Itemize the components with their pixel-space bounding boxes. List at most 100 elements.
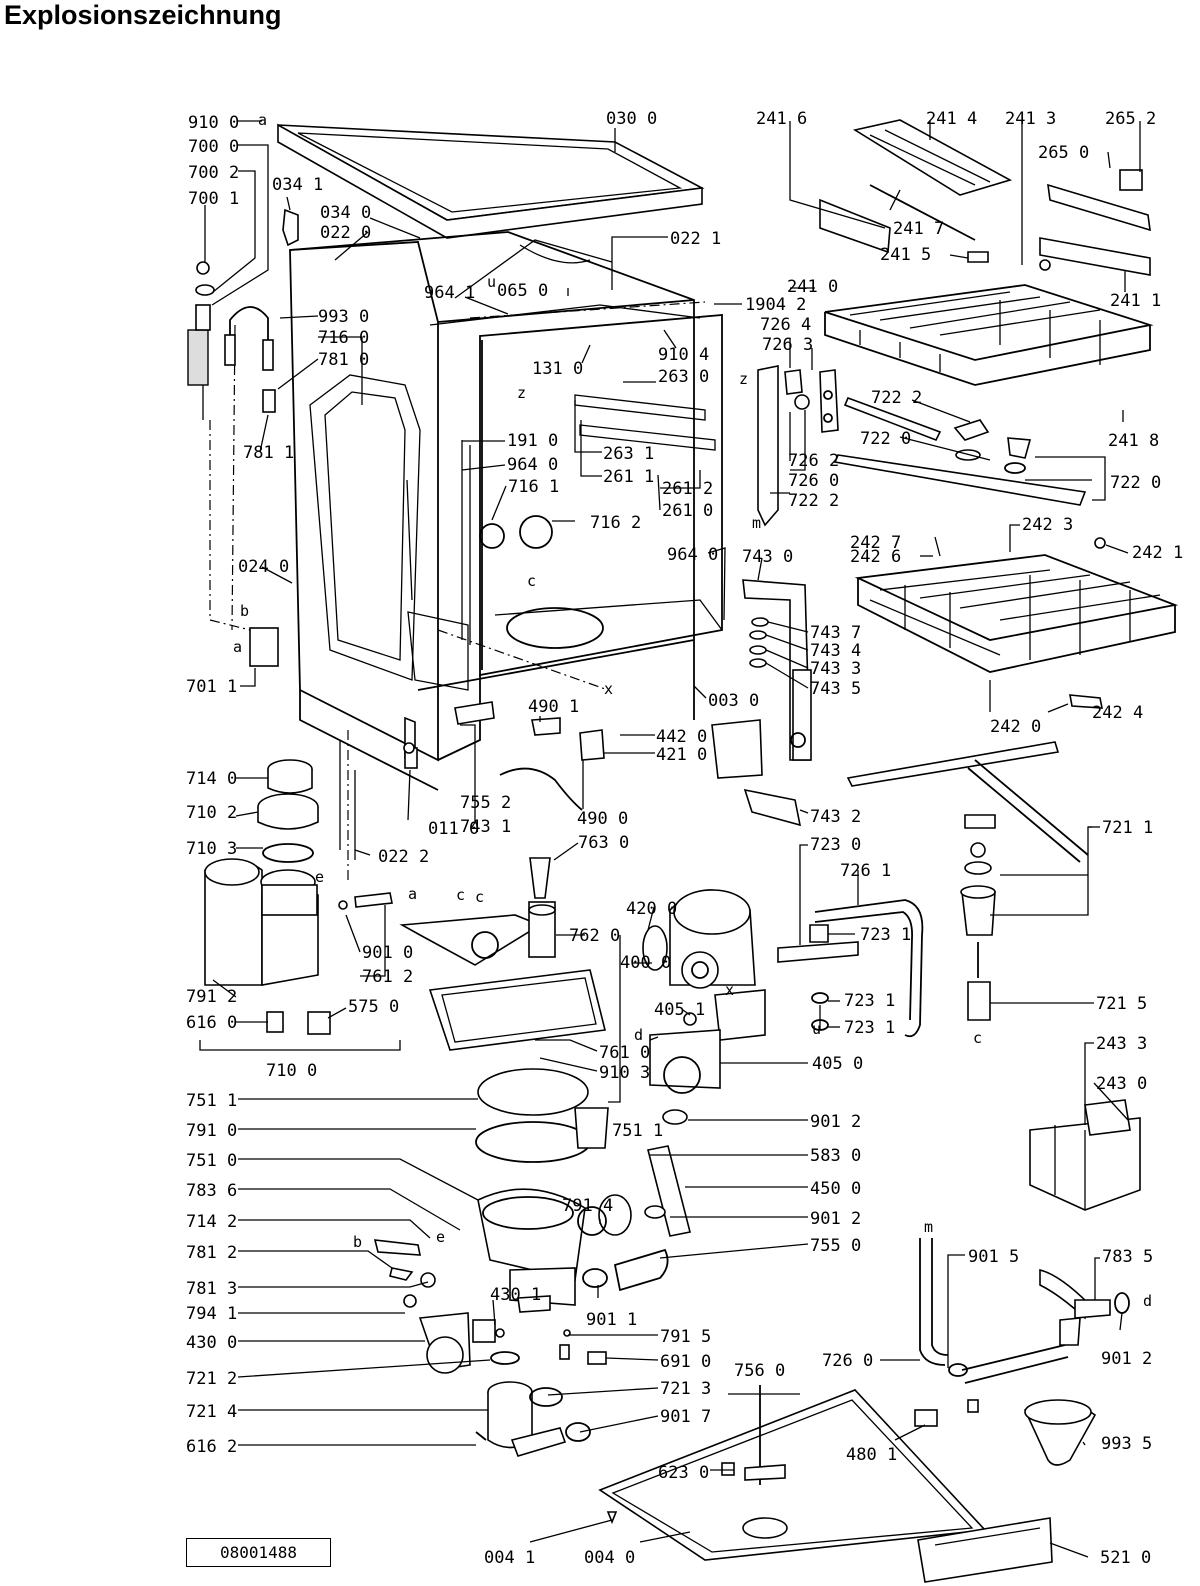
part-number-label: 722 0 [1110,473,1161,493]
part-number-label: 901 5 [968,1247,1019,1267]
part-number-label: 743 5 [810,679,861,699]
connector-letter: m [924,1218,933,1236]
part-number-label: 241 8 [1108,431,1159,451]
part-number-label: 242 6 [850,547,901,567]
part-number-label: 583 0 [810,1146,861,1166]
part-number-label: 710 2 [186,803,237,823]
part-number-label: 400 0 [620,953,671,973]
part-number-label: 726 0 [822,1351,873,1371]
part-number-label: 761 2 [362,967,413,987]
part-number-label: 242 3 [1022,515,1073,535]
connector-letter: m [752,514,761,532]
part-number-label: 242 0 [990,717,1041,737]
part-number-label: 901 1 [586,1310,637,1330]
part-number-label: 910 4 [658,345,709,365]
part-number-label: 616 2 [186,1437,237,1457]
part-number-label: 241 3 [1005,109,1056,129]
part-number-label: 242 4 [1092,703,1143,723]
connector-letter: u [487,273,496,291]
part-number-label: 743 3 [810,659,861,679]
part-number-label: 430 1 [490,1285,541,1305]
part-number-label: 763 0 [578,833,629,853]
part-number-label: 761 0 [599,1043,650,1063]
connector-letter: c [527,572,536,590]
part-number-label: 901 2 [1101,1349,1152,1369]
connector-letter: e [315,868,324,886]
part-number-label: 743 7 [810,623,861,643]
part-number-label: 910 0 [188,113,239,133]
part-number-label: 721 4 [186,1402,237,1422]
part-number-label: 265 0 [1038,143,1089,163]
part-number-label: 242 7 [850,533,901,553]
part-number-label: 726 2 [788,451,839,471]
part-number-label: 421 0 [656,745,707,765]
part-number-label: 242 1 [1132,543,1183,563]
part-number-label: 755 2 [460,793,511,813]
part-number-label: 910 3 [599,1063,650,1083]
part-number-label: 004 0 [584,1548,635,1568]
part-number-label: 261 2 [662,479,713,499]
part-number-label: 993 0 [318,307,369,327]
part-number-label: 003 0 [708,691,759,711]
part-number-label: 901 7 [660,1407,711,1427]
part-number-label: 241 7 [893,219,944,239]
part-number-label: 723 1 [844,1018,895,1038]
part-number-label: 1904 2 [745,295,806,315]
part-drawings [187,119,1179,1583]
part-number-label: 490 1 [528,697,579,717]
part-number-label: 714 0 [186,769,237,789]
part-number-label: 521 0 [1100,1548,1151,1568]
part-number-label: 243 0 [1096,1074,1147,1094]
part-number-label: 723 0 [810,835,861,855]
connector-letter: e [436,1228,445,1246]
part-number-label: 034 0 [320,203,371,223]
part-number-label: 722 2 [788,491,839,511]
connector-letter: a [408,885,417,903]
part-number-label: 710 0 [266,1061,317,1081]
connector-letter: x [604,680,613,698]
part-number-label: 723 1 [844,991,895,1011]
part-number-label: 726 4 [760,315,811,335]
part-number-label: 751 1 [186,1091,237,1111]
part-number-label: 781 0 [318,350,369,370]
part-number-label: 716 2 [590,513,641,533]
part-number-label: 791 2 [186,987,237,1007]
page-title: Explosionszeichnung [4,0,282,30]
connector-letter: c [973,1029,982,1047]
connector-letter: b [353,1233,362,1251]
part-number-label: 783 5 [1102,1247,1153,1267]
part-number-label: 405 1 [654,1000,705,1020]
part-number-label: 241 5 [880,245,931,265]
part-number-label: 716 1 [508,477,559,497]
part-number-label: 755 0 [810,1236,861,1256]
connector-letter: a [233,638,242,656]
part-number-label: 726 0 [788,471,839,491]
part-number-label: 450 0 [810,1179,861,1199]
part-number-label: 721 5 [1096,994,1147,1014]
part-number-label: 191 0 [507,431,558,451]
part-number-label: 716 0 [318,328,369,348]
part-number-label: 901 2 [810,1209,861,1229]
part-number-label: 241 0 [787,277,838,297]
connector-letter: c [475,888,484,906]
part-number-label: 901 0 [362,943,413,963]
part-number-label: 901 2 [810,1112,861,1132]
part-number-label: 964 1 [424,283,475,303]
part-number-label: 623 0 [658,1463,709,1483]
part-number-label: 405 0 [812,1054,863,1074]
part-number-label: 710 3 [186,839,237,859]
part-number-label: 791 0 [186,1121,237,1141]
part-number-label: 722 0 [860,429,911,449]
part-number-label: 261 1 [603,467,654,487]
part-number-label: 131 0 [532,359,583,379]
connector-letter: c [456,886,465,904]
connector-letter: u [812,1020,821,1038]
part-number-label: 721 2 [186,1369,237,1389]
part-number-label: 794 1 [186,1304,237,1324]
part-number-label: 616 0 [186,1013,237,1033]
part-number-label: 726 1 [840,861,891,881]
part-number-label: 263 1 [603,444,654,464]
part-number-label: 261 0 [662,501,713,521]
